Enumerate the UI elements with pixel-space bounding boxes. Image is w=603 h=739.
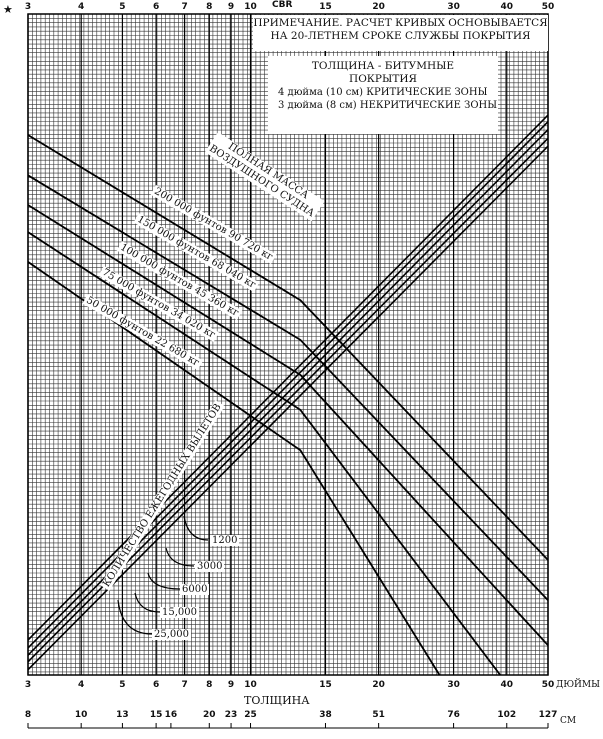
bottom-tick-label: 3 bbox=[24, 680, 32, 690]
bottom-tick-label: 9 bbox=[227, 680, 235, 690]
cm-tick-label: 23 bbox=[224, 710, 238, 720]
top-tick-label: 6 bbox=[152, 2, 160, 12]
top-tick-label: 20 bbox=[372, 2, 385, 12]
coverage-label-6000: 6000 bbox=[180, 584, 210, 595]
legend-title: ПОКРЫТИЯ bbox=[349, 73, 417, 85]
coverage-label-3000: 3000 bbox=[195, 561, 225, 572]
bottom-tick-label: 30 bbox=[447, 680, 460, 690]
cm-tick-label: 16 bbox=[164, 710, 178, 720]
bottom-tick-label: 40 bbox=[500, 680, 514, 690]
bottom-tick-label: 4 bbox=[78, 680, 85, 690]
bottom-tick-label: 5 bbox=[119, 680, 126, 690]
cm-tick-label: 25 bbox=[244, 710, 257, 720]
cm-unit: СМ bbox=[560, 716, 577, 726]
legend-noncritical: 3 дюйма (8 см) НЕКРИТИЧЕСКИЕ ЗОНЫ bbox=[278, 100, 498, 111]
top-tick-label: 40 bbox=[500, 2, 514, 12]
cm-tick-label: 127 bbox=[538, 710, 558, 720]
star-marker: ★ bbox=[3, 3, 13, 16]
bottom-tick-label: 6 bbox=[152, 680, 160, 690]
coverage-line bbox=[27, 145, 549, 671]
legend-title: ТОЛЩИНА - БИТУМНЫЕ bbox=[311, 60, 455, 72]
weight-curve bbox=[27, 134, 549, 561]
inches-unit: ДЮЙМЫ bbox=[556, 680, 600, 690]
note-box: ПРИМЕЧАНИЕ. РАСЧЕТ КРИВЫХ ОСНОВЫВАЕТСЯ Н… bbox=[253, 15, 548, 51]
top-tick-label: 8 bbox=[206, 2, 213, 12]
cm-tick-label: 10 bbox=[74, 710, 88, 720]
cm-tick-label: 20 bbox=[203, 710, 216, 720]
plot-frame bbox=[27, 13, 549, 676]
bottom-tick-label: 10 bbox=[244, 680, 257, 690]
legend-box: ТОЛЩИНА - БИТУМНЫЕ ПОКРЫТИЯ 4 дюйма (10 … bbox=[268, 56, 498, 134]
bottom-tick-label: 50 bbox=[541, 680, 555, 690]
leader-arrow bbox=[117, 599, 153, 635]
weight-curve bbox=[27, 204, 549, 646]
top-tick-label: 9 bbox=[227, 2, 235, 12]
bottom-tick-label: 20 bbox=[372, 680, 385, 690]
cm-tick-label: 8 bbox=[24, 710, 32, 720]
x-axis-label: ТОЛЩИНА bbox=[244, 694, 310, 707]
top-tick-label: 50 bbox=[541, 2, 555, 12]
bottom-tick-label: 15 bbox=[319, 680, 332, 690]
cm-tick-label: 13 bbox=[116, 710, 129, 720]
bottom-tick-label: 7 bbox=[181, 680, 188, 690]
legend-critical: 4 дюйма (10 см) КРИТИЧЕСКИЕ ЗОНЫ bbox=[278, 87, 488, 98]
top-tick-label: 3 bbox=[24, 2, 32, 12]
top-tick-label: 5 bbox=[119, 2, 126, 12]
cm-tick-label: 38 bbox=[319, 710, 332, 720]
top-tick-label: 4 bbox=[78, 2, 85, 12]
leader-arrow bbox=[165, 547, 195, 567]
leader-arrow bbox=[183, 515, 209, 541]
cm-tick-label: 76 bbox=[447, 710, 460, 720]
top-tick-label: 15 bbox=[319, 2, 332, 12]
note-line: ПРИМЕЧАНИЕ. РАСЧЕТ КРИВЫХ ОСНОВЫВАЕТСЯ bbox=[253, 17, 548, 29]
cm-tick-label: 51 bbox=[372, 710, 385, 720]
cm-tick-label: 15 bbox=[149, 710, 163, 720]
leader-arrow bbox=[134, 592, 161, 613]
top-tick-label: 30 bbox=[447, 2, 460, 12]
bottom-tick-label: 8 bbox=[206, 680, 213, 690]
top-tick-label: 7 bbox=[181, 2, 188, 12]
coverage-label-15000: 15,000 bbox=[160, 607, 199, 618]
leader-arrow bbox=[147, 572, 181, 590]
weight-curve bbox=[27, 231, 501, 676]
coverage-label-1200: 1200 bbox=[210, 535, 240, 546]
coverage-label-25000: 25,000 bbox=[152, 629, 191, 640]
top-tick-label: 10 bbox=[244, 2, 257, 12]
coverage-line bbox=[27, 114, 549, 641]
chart-title: CBR bbox=[272, 0, 293, 10]
cm-tick-label: 102 bbox=[497, 710, 517, 720]
note-line: НА 20-ЛЕТНЕМ СРОКЕ СЛУЖБЫ ПОКРЫТИЯ bbox=[270, 30, 531, 42]
weight-curve bbox=[27, 174, 549, 601]
